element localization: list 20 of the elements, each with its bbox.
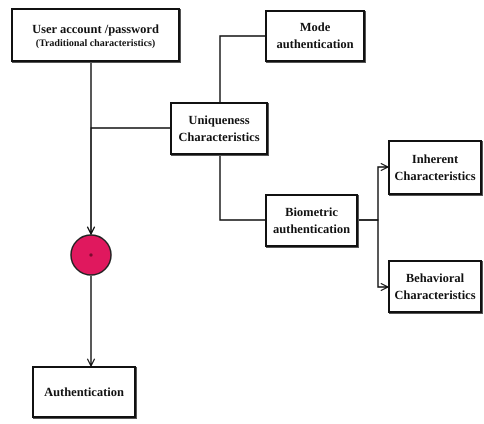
box-title: Inherent Characteristics	[393, 150, 477, 184]
box-title: Authentication	[44, 384, 124, 400]
process-box	[265, 10, 365, 62]
box-title: Behavioral Characteristics	[393, 270, 477, 304]
box-title: Biometric authentication	[272, 204, 352, 238]
process-box	[11, 8, 180, 62]
arrow	[358, 219, 389, 292]
arrow	[86, 276, 96, 367]
process-box	[388, 140, 482, 195]
connector-line	[219, 35, 265, 102]
process-box	[388, 260, 482, 313]
box-title: Uniqueness Characteristics	[177, 112, 261, 146]
box-title: Mode authentication	[275, 19, 355, 53]
box-subtitle: (Traditional characteristics)	[36, 38, 156, 49]
connector-line	[219, 155, 265, 221]
box-title: User account /password	[32, 21, 159, 38]
process-box	[170, 102, 268, 155]
process-box	[32, 366, 136, 418]
process-box	[265, 194, 358, 247]
arrow	[86, 127, 170, 235]
